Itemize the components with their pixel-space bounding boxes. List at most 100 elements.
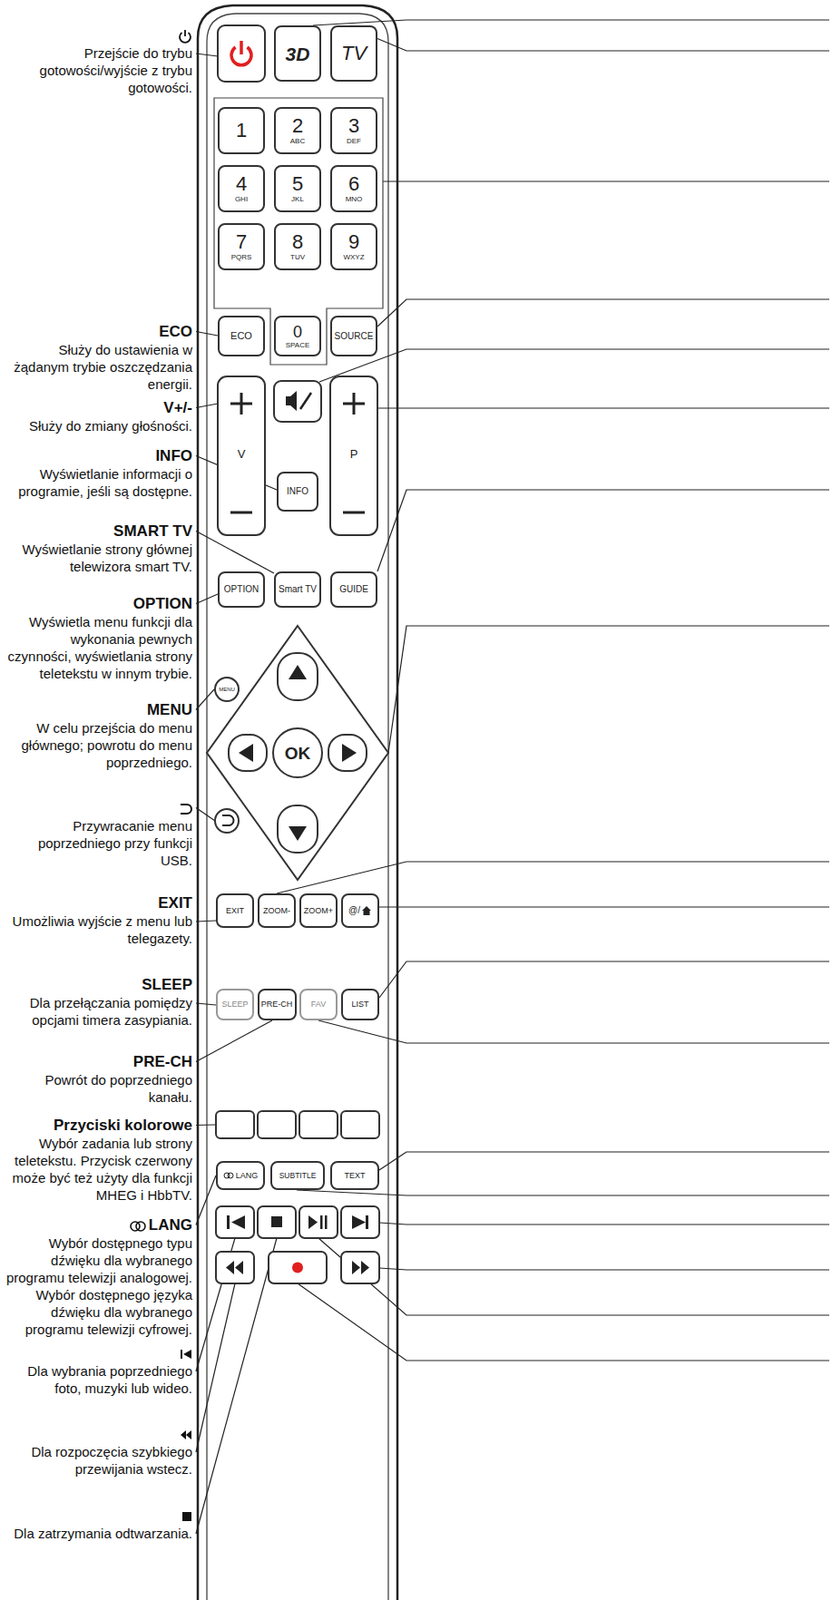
button-description: Przejście do trybu gotowości/wyjście z t…: [5, 25, 193, 97]
leader-line: [195, 1003, 216, 1006]
remote-button: SUBTITLE: [270, 1161, 325, 1191]
button-label: ECO: [230, 331, 253, 342]
remote-button: 7PQRS: [217, 223, 265, 271]
button-label: MNO: [345, 195, 363, 204]
remote-button: 5JKL: [274, 165, 322, 213]
description-heading-row: [5, 1343, 193, 1363]
description-heading-row: OPTION: [5, 594, 193, 614]
description-heading: EXIT: [157, 894, 193, 912]
leader-line: [313, 19, 830, 26]
rewind-symbol: [179, 1429, 193, 1441]
button-label: 2: [292, 116, 304, 137]
button-description: PRE-CHPowrót do poprzedniego kanału.: [5, 1052, 193, 1107]
record-button: [268, 1252, 327, 1284]
media-button: [341, 1252, 380, 1284]
remote-button: OK: [272, 727, 324, 779]
leader-line: [379, 1223, 830, 1225]
remote-button: SLEEP: [215, 988, 255, 1021]
button-label: LIST: [351, 1000, 369, 1009]
remote-button: EXIT: [215, 893, 255, 929]
button-description: Dla wybrania poprzedniego foto, muzyki l…: [5, 1343, 193, 1398]
remote-button: TV: [330, 25, 378, 82]
leader-line: [377, 407, 830, 409]
numeric-frame: [214, 97, 383, 365]
description-text: Dla zatrzymania odtwarzania.: [5, 1525, 193, 1543]
remote-button: PRE-CH: [257, 988, 297, 1021]
leader-line: [297, 1283, 830, 1361]
rewind-icon: [225, 1261, 244, 1275]
button-label: SLEEP: [221, 1000, 248, 1009]
button-label: 3: [348, 116, 360, 137]
leader-line: [377, 489, 830, 572]
button-label: FAV: [311, 1000, 326, 1009]
button-label: 7: [235, 232, 247, 253]
dpad-outline: [206, 626, 389, 881]
button-label: 4: [235, 174, 247, 195]
description-heading: OPTION: [133, 595, 193, 613]
button-description: Przyciski koloroweWybór zadania lub stro…: [5, 1115, 193, 1204]
button-description: OPTIONWyświetla menu funkcji dla wykonan…: [5, 594, 193, 683]
leader-line: [195, 53, 218, 57]
remote-button: 4GHI: [217, 165, 265, 213]
description-heading-row: SMART TV: [5, 521, 193, 541]
description-text: Służy do zmiany głośności.: [5, 417, 193, 435]
description-heading-row: EXIT: [5, 893, 193, 913]
arrow-up: [288, 665, 307, 680]
leader-line: [195, 1124, 216, 1126]
home-icon: [361, 905, 372, 917]
remote-button: LIST: [341, 988, 380, 1021]
description-heading-row: SLEEP: [5, 975, 193, 995]
leader-line: [195, 808, 216, 823]
button-label: WXYZ: [342, 254, 364, 262]
remote-button: 6MNO: [330, 165, 378, 213]
remote-button: 8TUV: [274, 223, 322, 271]
description-text: Wybór dostępnego typu dźwięku dla wybran…: [5, 1234, 193, 1339]
return-icon: [222, 815, 235, 826]
dpad-left: [228, 734, 267, 772]
description-text: Dla rozpoczęcia szybkiego przewijania ws…: [5, 1443, 193, 1479]
leader-line: [379, 1268, 830, 1271]
description-text: Umożliwia wyjście z menu lub telegazety.: [5, 912, 193, 948]
remote-body: [197, 5, 398, 1600]
leader-line: [195, 403, 218, 409]
description-text: Przywracanie menu poprzedniego przy funk…: [5, 817, 193, 870]
power-button: [217, 25, 265, 82]
dpad-up: [277, 653, 318, 701]
next-icon: [352, 1215, 369, 1230]
remote-button: 3DEF: [330, 107, 378, 155]
button-label: ZOOM+: [303, 907, 333, 916]
remote-button: GUIDE: [330, 571, 378, 608]
button-label: DEF: [346, 137, 362, 146]
button-label: PRE-CH: [261, 1000, 294, 1009]
button-label: GUIDE: [339, 585, 369, 595]
stop-icon: [271, 1216, 283, 1228]
button-label: @/: [348, 906, 361, 916]
leader-line: [276, 861, 830, 894]
description-text: Wyświetlanie strony głównej telewizora s…: [5, 540, 193, 576]
mute-button: [274, 381, 322, 422]
remote-button: ECO: [217, 315, 265, 357]
remote-button: P: [335, 440, 372, 468]
description-heading-row: [5, 1506, 193, 1526]
remote-button: SOURCE: [330, 315, 378, 357]
leader-line: [195, 1238, 277, 1535]
button-label: 5: [292, 174, 304, 195]
leader-line: [195, 689, 215, 711]
button-description: Dla rozpoczęcia szybkiego przewijania ws…: [5, 1424, 193, 1479]
leader-line: [318, 1238, 830, 1316]
stereo-icon: [223, 1172, 235, 1180]
colour-button: [257, 1111, 296, 1139]
arrow-right: [342, 743, 357, 763]
stereo-symbol: [128, 1220, 147, 1234]
button-label: INFO: [286, 487, 309, 497]
arrow-down: [288, 826, 307, 842]
description-heading-row: [5, 1424, 193, 1444]
remote-button: OPTION: [217, 571, 265, 608]
remote-button: Smart TV: [274, 571, 322, 608]
description-heading: PRE-CH: [133, 1053, 193, 1071]
description-text: Wyświetlanie informacji o programie, jeś…: [5, 465, 193, 500]
leader-line: [195, 531, 275, 575]
button-label: JKL: [291, 195, 304, 204]
rocker-button: [217, 376, 265, 536]
